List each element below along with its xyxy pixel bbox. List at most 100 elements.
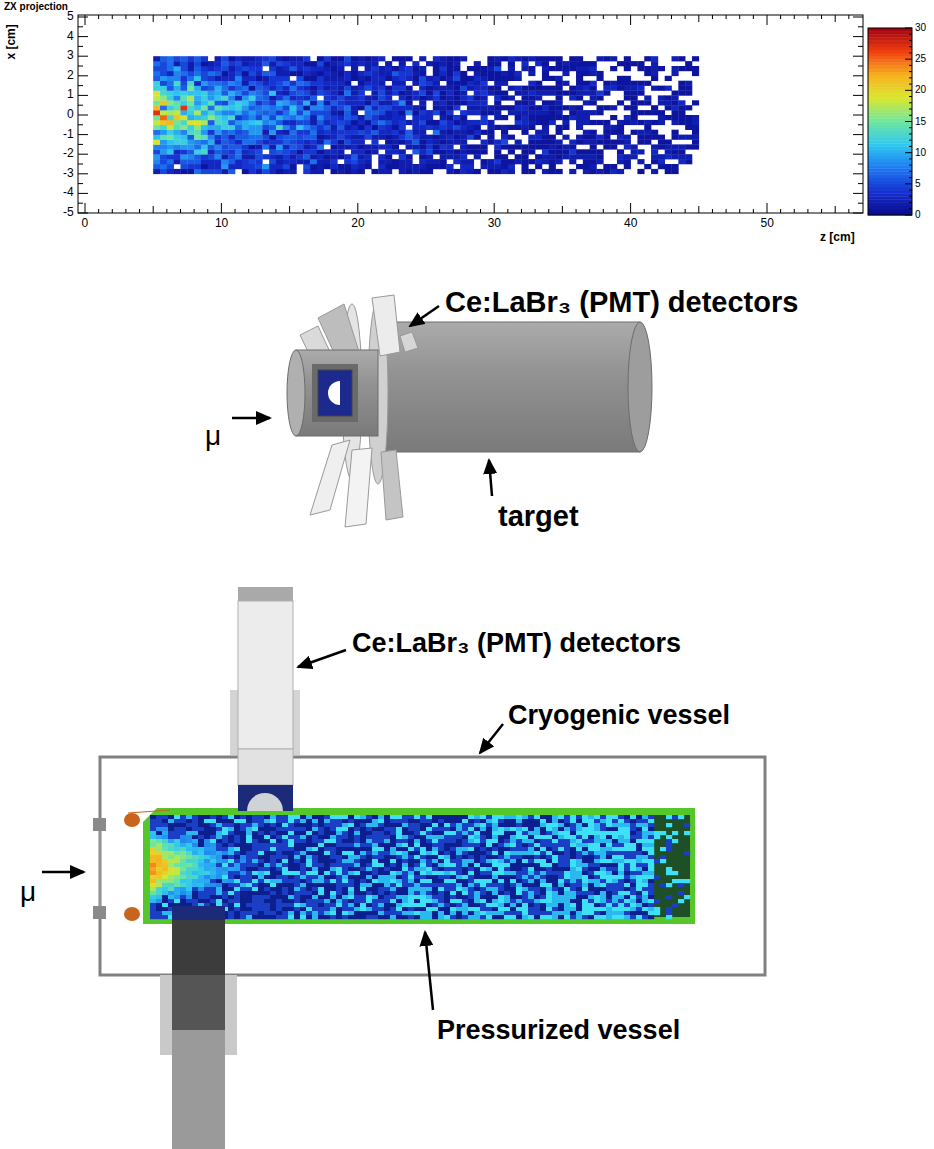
histogram-bin (303, 125, 310, 130)
histogram-bin (371, 91, 378, 96)
histogram-bin (569, 144, 576, 149)
histogram-bin (303, 71, 310, 76)
axis-tick (466, 15, 467, 19)
histogram-bin (221, 144, 228, 149)
axis-tick (78, 115, 88, 116)
histogram-bin (508, 164, 515, 169)
axis-tick (853, 75, 863, 76)
histogram-bin (201, 115, 208, 120)
histogram-bin (494, 149, 501, 154)
histogram-bin (644, 56, 651, 61)
histogram-bin (160, 61, 167, 66)
histogram-bin (174, 91, 181, 96)
histogram-bin (665, 169, 672, 174)
histogram-bin (467, 81, 474, 86)
histogram-bin (194, 144, 201, 149)
axis-tick (194, 15, 195, 19)
histogram-bin (392, 56, 399, 61)
histogram-bin (215, 120, 222, 125)
histogram-bin (433, 135, 440, 140)
histogram-bin (221, 120, 228, 125)
histogram-bin (672, 110, 679, 115)
histogram-bin (351, 100, 358, 105)
axis-tick (153, 206, 154, 213)
histogram-bin (290, 105, 297, 110)
histogram-bin (269, 144, 276, 149)
histogram-bin (494, 100, 501, 105)
axis-tick (78, 213, 88, 214)
histogram-bin (583, 159, 590, 164)
histogram-bin (487, 71, 494, 76)
histogram-bin (412, 140, 419, 145)
color-band (868, 162, 912, 166)
histogram-bin (672, 105, 679, 110)
histogram-bin (474, 61, 481, 66)
histogram-bin (515, 140, 522, 145)
histogram-bin (310, 130, 317, 135)
histogram-bin (631, 61, 638, 66)
histogram-bin (603, 144, 610, 149)
histogram-bin (208, 110, 215, 115)
histogram-bin (351, 95, 358, 100)
histogram-bin (262, 115, 269, 120)
histogram-bin (371, 125, 378, 130)
histogram-bin (160, 164, 167, 169)
histogram-bin (433, 140, 440, 145)
histogram-bin (215, 66, 222, 71)
histogram-bin (235, 120, 242, 125)
histogram-bin (324, 105, 331, 110)
stop-bin (174, 871, 180, 875)
stop-bin (162, 843, 168, 847)
histogram-bin (242, 95, 249, 100)
axis-tick (562, 206, 563, 213)
axis-tick (848, 209, 849, 213)
histogram-bin (296, 130, 303, 135)
axis-tick (548, 209, 549, 213)
histogram-bin (228, 91, 235, 96)
histogram-bin (174, 135, 181, 140)
histogram-bin (637, 61, 644, 66)
histogram-bin (303, 86, 310, 91)
histogram-bin (283, 76, 290, 81)
histogram-bin (528, 149, 535, 154)
histogram-bin (201, 140, 208, 145)
color-band (868, 174, 912, 178)
histogram-bin (208, 100, 215, 105)
histogram-bin (283, 149, 290, 154)
axis-tick (98, 209, 99, 213)
color-band (868, 53, 912, 57)
histogram-bin (426, 149, 433, 154)
histogram-bin (262, 130, 269, 135)
histogram-bin (576, 120, 583, 125)
histogram-bin (535, 61, 542, 66)
axis-tick (909, 196, 912, 197)
histogram-bin (371, 135, 378, 140)
axis-tick (905, 90, 912, 91)
histogram-bin (296, 100, 303, 105)
histogram-bin (617, 169, 624, 174)
window-frame (312, 364, 358, 422)
histogram-bin (453, 120, 460, 125)
histogram-bin (317, 56, 324, 61)
histogram-bin (167, 120, 174, 125)
histogram-bin (446, 110, 453, 115)
axis-tick (780, 209, 781, 213)
histogram-bin (235, 71, 242, 76)
histogram-bin (528, 144, 535, 149)
histogram-bin (535, 105, 542, 110)
histogram-bin (174, 86, 181, 91)
histogram-bin (337, 125, 344, 130)
histogram-bin (371, 110, 378, 115)
histogram-bin (644, 81, 651, 86)
histogram-bin (665, 164, 672, 169)
axis-tick (78, 144, 83, 145)
histogram-bin (433, 91, 440, 96)
histogram-bin (426, 120, 433, 125)
histogram-bin (160, 71, 167, 76)
axis-tick (739, 209, 740, 213)
histogram-bin (515, 86, 522, 91)
histogram-bin (303, 169, 310, 174)
stop-bin (168, 883, 174, 887)
axis-tick (909, 109, 912, 110)
stop-bin (180, 823, 186, 827)
